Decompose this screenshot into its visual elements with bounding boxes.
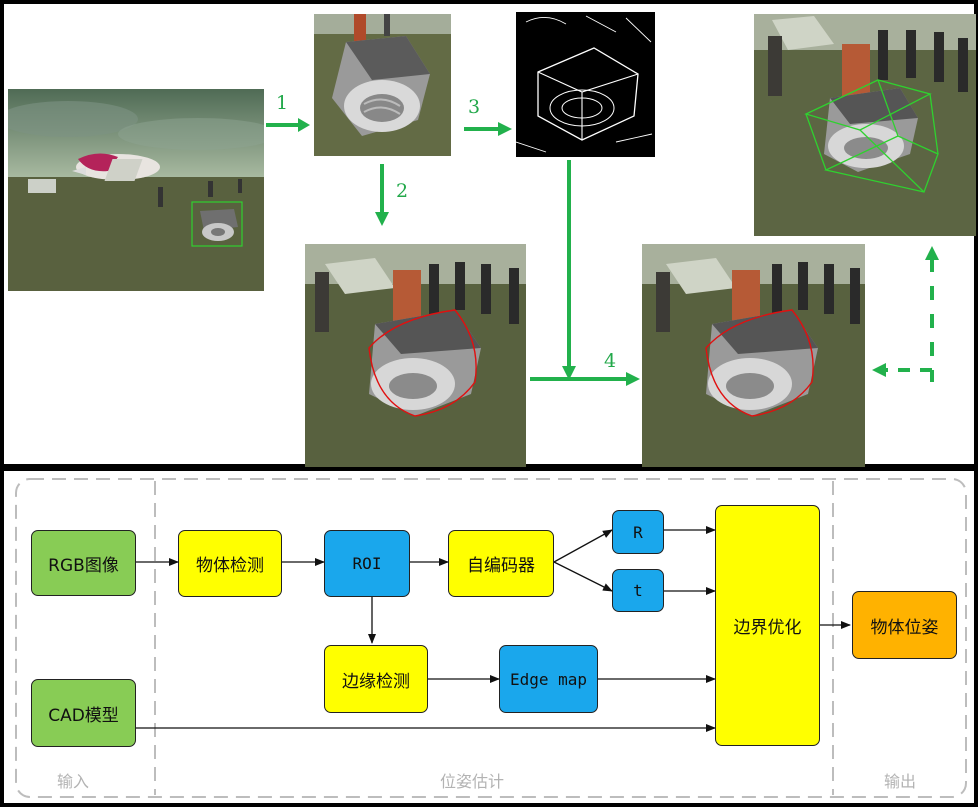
arrow-step-2 <box>375 164 389 226</box>
detection-bbox <box>191 201 243 247</box>
step-1-label: 1 <box>276 92 289 114</box>
rotation-r-node: R <box>612 510 664 554</box>
step-4-label: 4 <box>604 350 617 372</box>
edge-map-image <box>516 12 655 157</box>
arrow-step-1 <box>266 118 310 132</box>
contour-result-image <box>305 244 526 467</box>
output-region-label: 输出 <box>884 772 917 791</box>
flow-connectors <box>136 526 851 732</box>
final-3d-bbox-image <box>754 14 976 236</box>
edge-to-refine-connector <box>562 160 576 380</box>
boundary-refinement-node: 边界优化 <box>715 505 820 746</box>
autoencoder-node: 自编码器 <box>448 530 554 597</box>
edge-map-node: Edge map <box>499 645 598 713</box>
rgb-image-node: RGB图像 <box>31 530 136 596</box>
pipeline-flowchart-panel: RGB图像 CAD模型 物体检测 ROI 自编码器 R t 边缘检测 Edge … <box>0 468 978 807</box>
input-region-label: 输入 <box>57 772 90 791</box>
refined-contour <box>705 309 814 417</box>
object-detection-node: 物体检测 <box>178 530 282 597</box>
3d-bounding-box <box>804 79 939 193</box>
pipeline-illustration-panel: 1 2 3 <box>0 0 978 468</box>
arrow-step-3 <box>464 122 512 136</box>
roi-node: ROI <box>324 530 410 597</box>
step-2-label: 2 <box>396 180 409 202</box>
roi-crop-image <box>314 14 451 156</box>
arrow-step-4 <box>530 372 640 386</box>
step-3-label: 3 <box>468 96 481 118</box>
refined-result-image <box>642 244 865 467</box>
object-pose-node: 物体位姿 <box>852 591 957 659</box>
region-frames <box>15 478 967 798</box>
pose-contour <box>368 309 477 417</box>
pose-estimation-region-label: 位姿估计 <box>440 772 505 791</box>
edge-detection-node: 边缘检测 <box>324 645 428 713</box>
translation-t-node: t <box>612 569 664 612</box>
cad-model-node: CAD模型 <box>31 679 136 747</box>
input-airport-photo <box>8 89 264 291</box>
dashed-feedback-arrow <box>872 246 939 382</box>
